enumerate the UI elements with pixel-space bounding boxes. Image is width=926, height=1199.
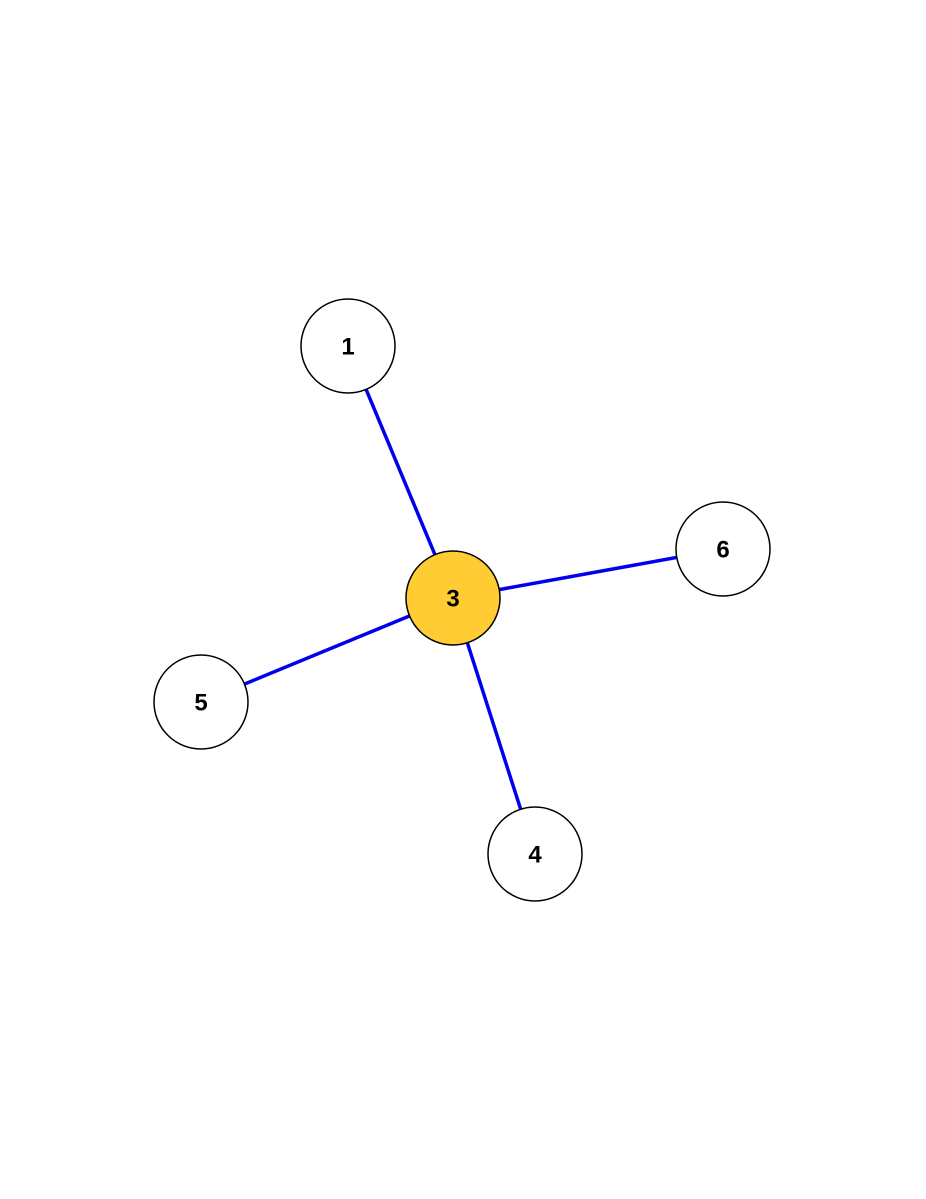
node-5: 5 bbox=[153, 654, 249, 750]
node-circle-4 bbox=[487, 806, 583, 902]
node-4: 4 bbox=[487, 806, 583, 902]
node-6: 6 bbox=[675, 501, 771, 597]
node-1: 1 bbox=[300, 298, 396, 394]
node-label-1: 1 bbox=[341, 333, 354, 360]
node-circle-3 bbox=[405, 550, 501, 646]
node-label-4: 4 bbox=[528, 841, 542, 868]
node-circle-1 bbox=[300, 298, 396, 394]
node-label-3: 3 bbox=[446, 585, 459, 612]
node-circle-5 bbox=[153, 654, 249, 750]
node-label-5: 5 bbox=[194, 689, 207, 716]
nodes-layer: 1 3 4 5 6 bbox=[153, 298, 771, 902]
node-label-6: 6 bbox=[716, 536, 729, 563]
node-3: 3 bbox=[405, 550, 501, 646]
node-circle-6 bbox=[675, 501, 771, 597]
